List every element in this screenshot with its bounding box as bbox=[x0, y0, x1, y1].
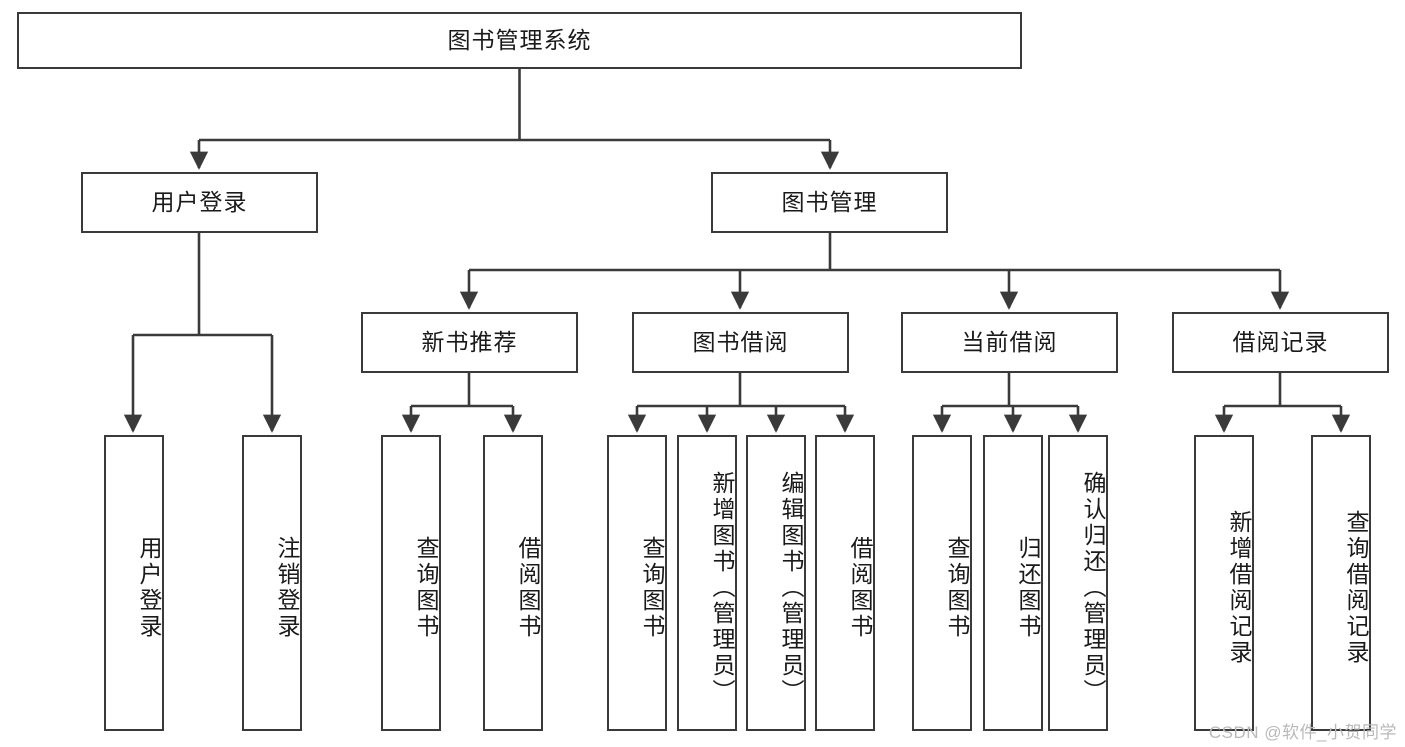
leaf-borrow-record-add-record[interactable]: 新增借阅记录 bbox=[1194, 435, 1254, 731]
node-label: 归还图书 bbox=[1015, 536, 1041, 640]
node-user-login[interactable]: 用户登录 bbox=[81, 172, 318, 233]
node-label: 用户登录 bbox=[136, 536, 162, 640]
node-label: 借阅图书 bbox=[847, 536, 873, 640]
leaf-book-borrow-add-book-admin[interactable]: 新增图书（管理员） bbox=[677, 435, 737, 731]
node-label: 图书管理系统 bbox=[447, 26, 592, 53]
node-book-management[interactable]: 图书管理 bbox=[711, 172, 948, 233]
node-label: 查询图书 bbox=[639, 536, 665, 640]
node-label: 图书管理 bbox=[781, 188, 878, 215]
leaf-book-borrow-borrow-books[interactable]: 借阅图书 bbox=[815, 435, 875, 731]
node-label: 确认归还（管理员） bbox=[1080, 471, 1106, 705]
leaf-user-login-logout[interactable]: 注销登录 bbox=[242, 435, 302, 731]
leaf-current-borrow-query-books[interactable]: 查询图书 bbox=[912, 435, 972, 731]
leaf-book-borrow-query-books[interactable]: 查询图书 bbox=[607, 435, 667, 731]
node-label: 图书借阅 bbox=[692, 328, 789, 355]
node-book-borrow[interactable]: 图书借阅 bbox=[632, 312, 849, 373]
node-label: 编辑图书（管理员） bbox=[778, 471, 804, 705]
node-label: 新增图书（管理员） bbox=[709, 471, 735, 705]
node-label: 查询图书 bbox=[944, 536, 970, 640]
csdn-watermark: CSDN @软件_小贺同学 bbox=[1208, 723, 1397, 742]
leaf-current-borrow-confirm-return-admin[interactable]: 确认归还（管理员） bbox=[1048, 435, 1108, 731]
node-root-book-management-system[interactable]: 图书管理系统 bbox=[17, 12, 1022, 69]
node-label: 借阅记录 bbox=[1232, 328, 1329, 355]
node-label: 注销登录 bbox=[274, 536, 300, 640]
node-label: 新书推荐 bbox=[421, 328, 518, 355]
node-new-book-recommend[interactable]: 新书推荐 bbox=[361, 312, 578, 373]
node-label: 查询图书 bbox=[413, 536, 439, 640]
node-label: 用户登录 bbox=[151, 188, 248, 215]
node-current-borrow[interactable]: 当前借阅 bbox=[901, 312, 1118, 373]
leaf-user-login-login[interactable]: 用户登录 bbox=[104, 435, 164, 731]
leaf-new-book-query-books[interactable]: 查询图书 bbox=[381, 435, 441, 731]
node-label: 当前借阅 bbox=[961, 328, 1058, 355]
leaf-book-borrow-edit-book-admin[interactable]: 编辑图书（管理员） bbox=[746, 435, 806, 731]
leaf-new-book-borrow-books[interactable]: 借阅图书 bbox=[483, 435, 543, 731]
node-label: 新增借阅记录 bbox=[1226, 510, 1252, 666]
leaf-current-borrow-return-books[interactable]: 归还图书 bbox=[983, 435, 1043, 731]
leaf-borrow-record-query-record[interactable]: 查询借阅记录 bbox=[1311, 435, 1371, 731]
node-borrow-record[interactable]: 借阅记录 bbox=[1172, 312, 1389, 373]
node-label: 查询借阅记录 bbox=[1343, 510, 1369, 666]
node-label: 借阅图书 bbox=[515, 536, 541, 640]
